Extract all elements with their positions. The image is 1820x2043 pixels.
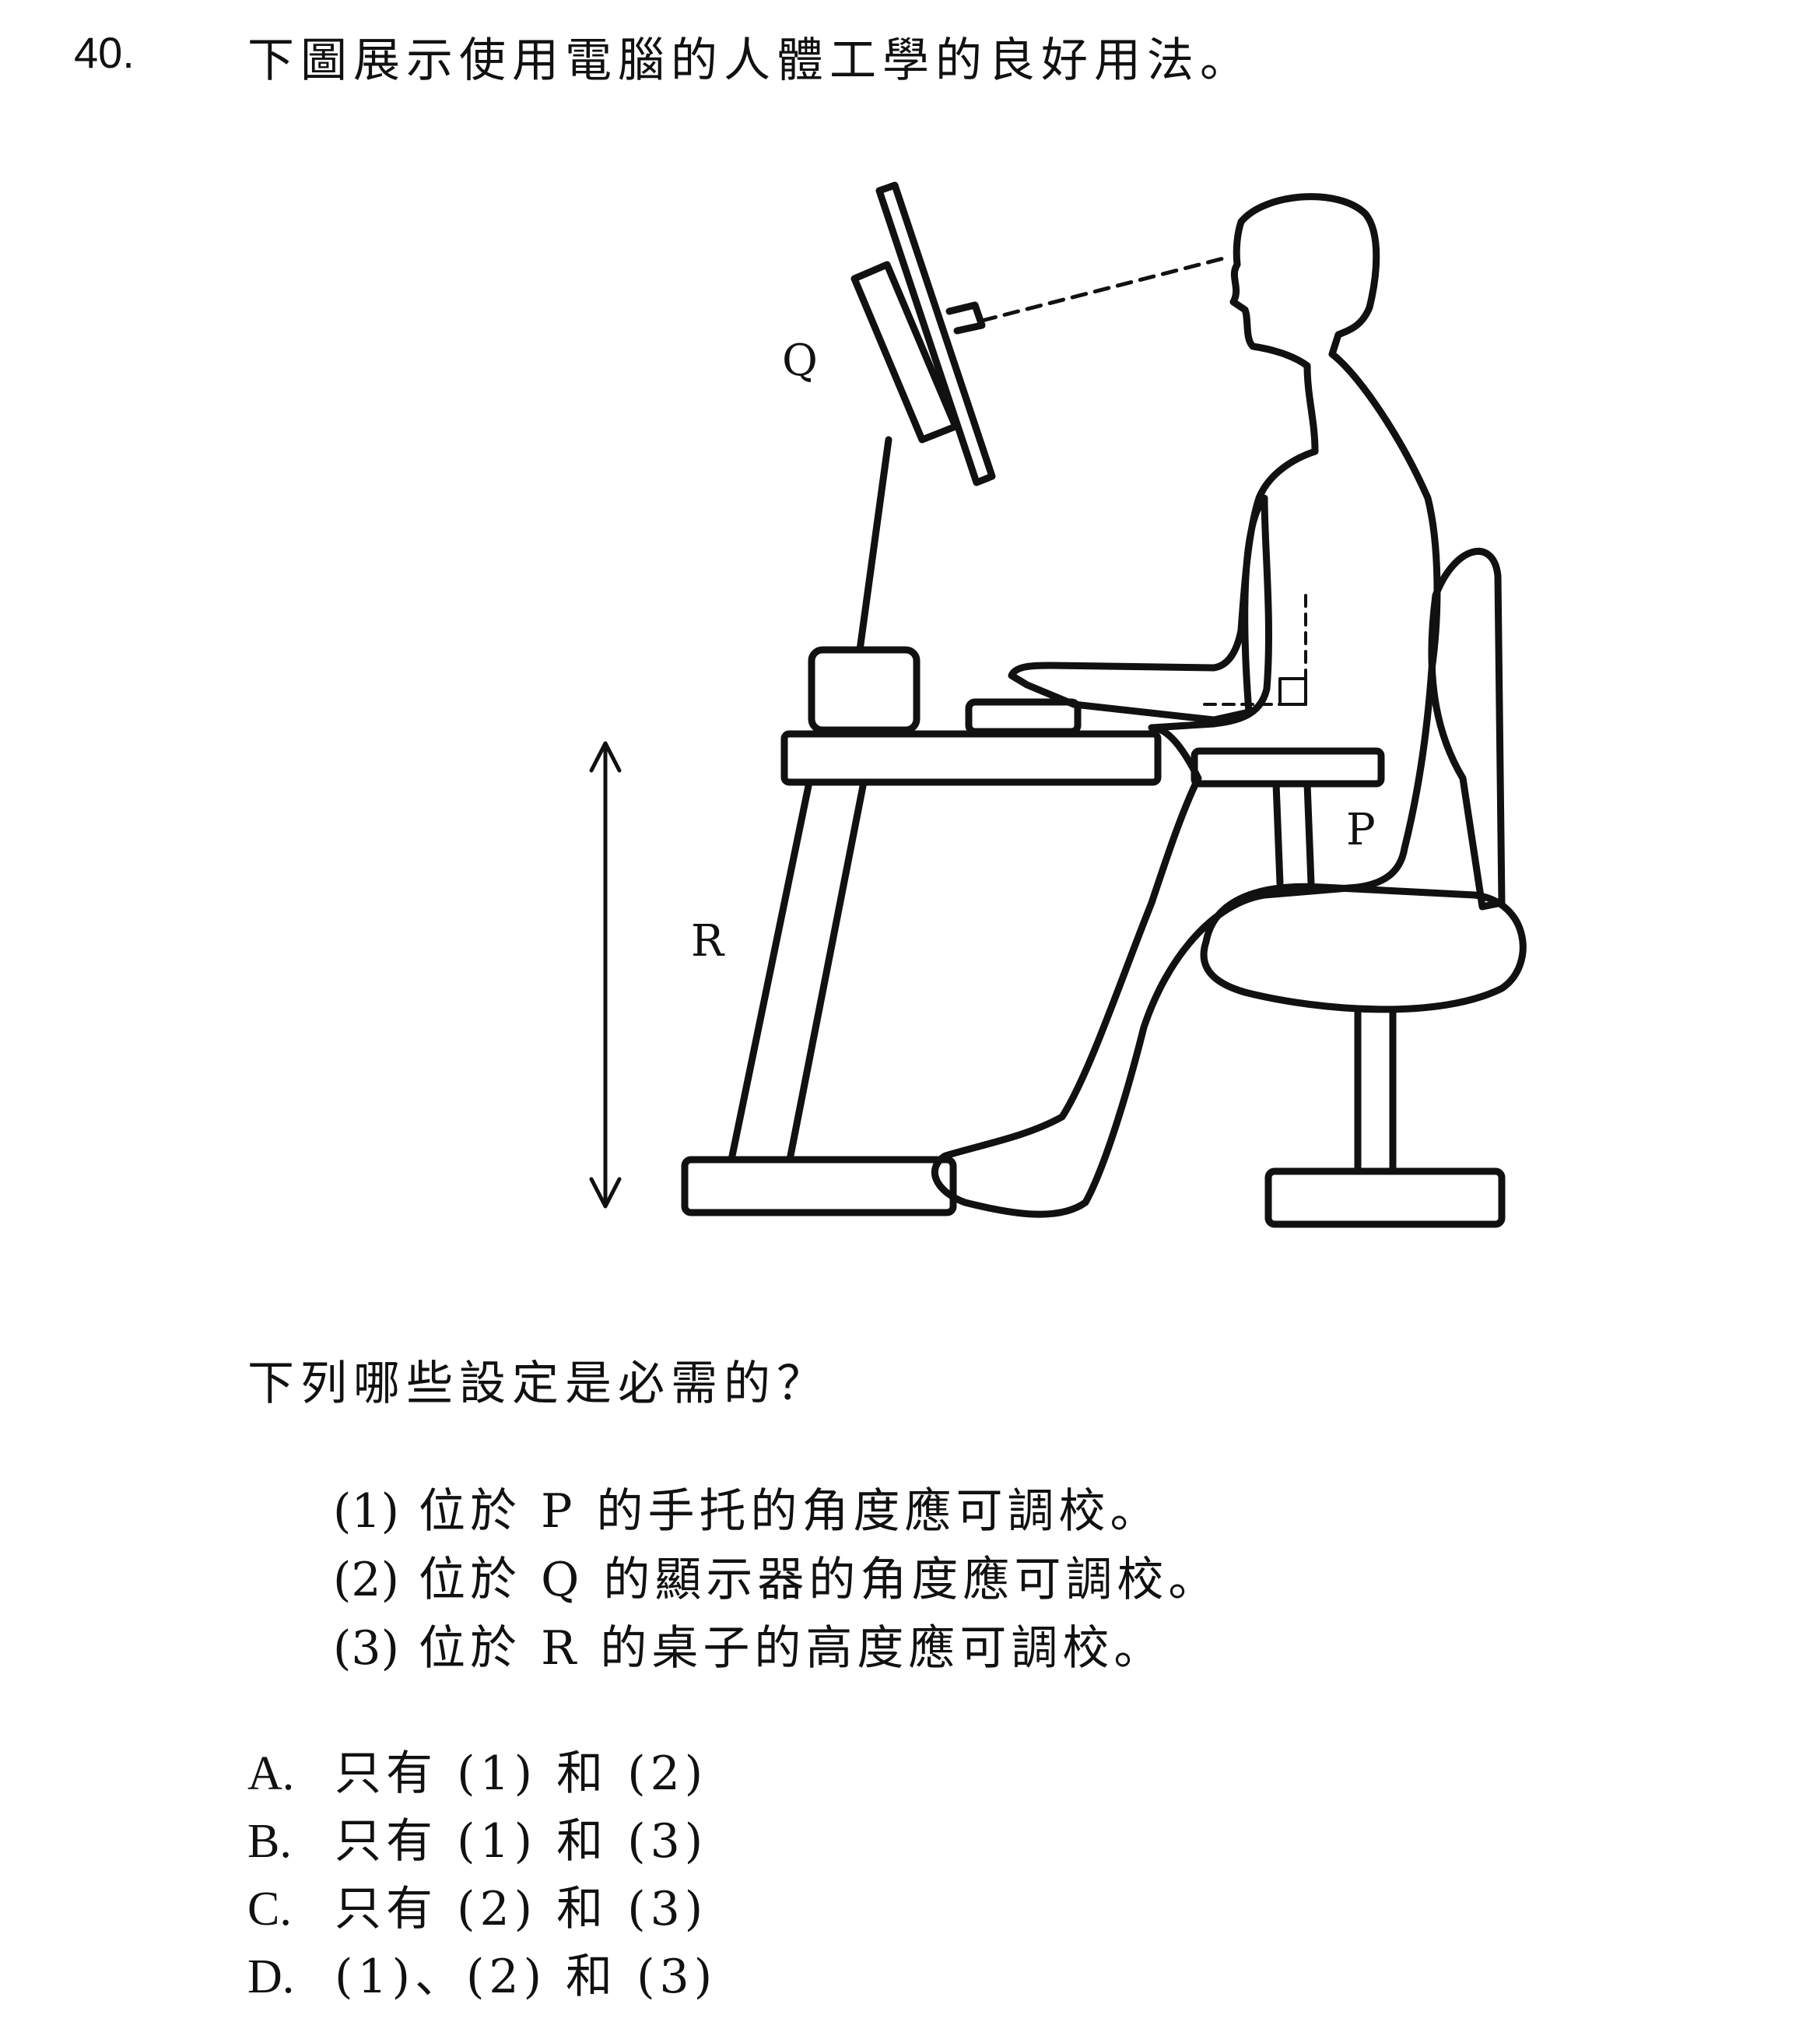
statement-list: (1)位於 P 的手托的角度應可調校。 (2)位於 Q 的顯示器的角度應可調校。…	[333, 1488, 1219, 1694]
statement-number: (3)	[333, 1625, 419, 1672]
statement-text: 位於 R 的桌子的高度應可調校。	[419, 1621, 1165, 1676]
desk-drawing	[685, 734, 1158, 1213]
elbow-angle-marker	[1205, 595, 1306, 704]
height-arrow	[591, 743, 619, 1206]
option-text: (1)、(2) 和 (3)	[335, 1950, 717, 2004]
monitor-drawing	[854, 185, 992, 650]
option-letter: A.	[247, 1750, 335, 1798]
option-letter: C.	[247, 1885, 335, 1933]
statement-item: (3)位於 R 的桌子的高度應可調校。	[333, 1625, 1219, 1694]
answer-option-a[interactable]: A.只有 (1) 和 (2)	[247, 1750, 717, 1817]
statement-item: (2)位於 Q 的顯示器的角度應可調校。	[333, 1557, 1219, 1625]
answer-options: A.只有 (1) 和 (2) B.只有 (1) 和 (3) C.只有 (2) 和…	[247, 1750, 717, 2020]
label-q: Q	[782, 335, 818, 386]
option-text: 只有 (1) 和 (3)	[335, 1814, 707, 1869]
answer-option-d[interactable]: D.(1)、(2) 和 (3)	[247, 1953, 717, 2020]
option-text: 只有 (2) 和 (3)	[335, 1882, 707, 1936]
question-prompt: 下列哪些設定是必需的？	[247, 1360, 829, 1407]
ergonomics-figure: Q R P	[0, 0, 1820, 1245]
statement-number: (1)	[333, 1488, 419, 1535]
answer-option-c[interactable]: C.只有 (2) 和 (3)	[247, 1885, 717, 1953]
label-r: R	[691, 916, 725, 967]
option-text: 只有 (1) 和 (2)	[335, 1746, 707, 1801]
statement-item: (1)位於 P 的手托的角度應可調校。	[333, 1488, 1219, 1557]
statement-number: (2)	[333, 1557, 419, 1603]
cpu-box	[812, 650, 917, 730]
label-p: P	[1346, 805, 1376, 855]
option-letter: D.	[247, 1953, 335, 2001]
sight-line	[982, 257, 1229, 321]
statement-text: 位於 P 的手托的角度應可調校。	[419, 1484, 1162, 1539]
answer-option-b[interactable]: B.只有 (1) 和 (3)	[247, 1817, 717, 1885]
option-letter: B.	[247, 1817, 335, 1866]
keyboard	[969, 702, 1078, 732]
statement-text: 位於 Q 的顯示器的角度應可調校。	[419, 1553, 1219, 1607]
